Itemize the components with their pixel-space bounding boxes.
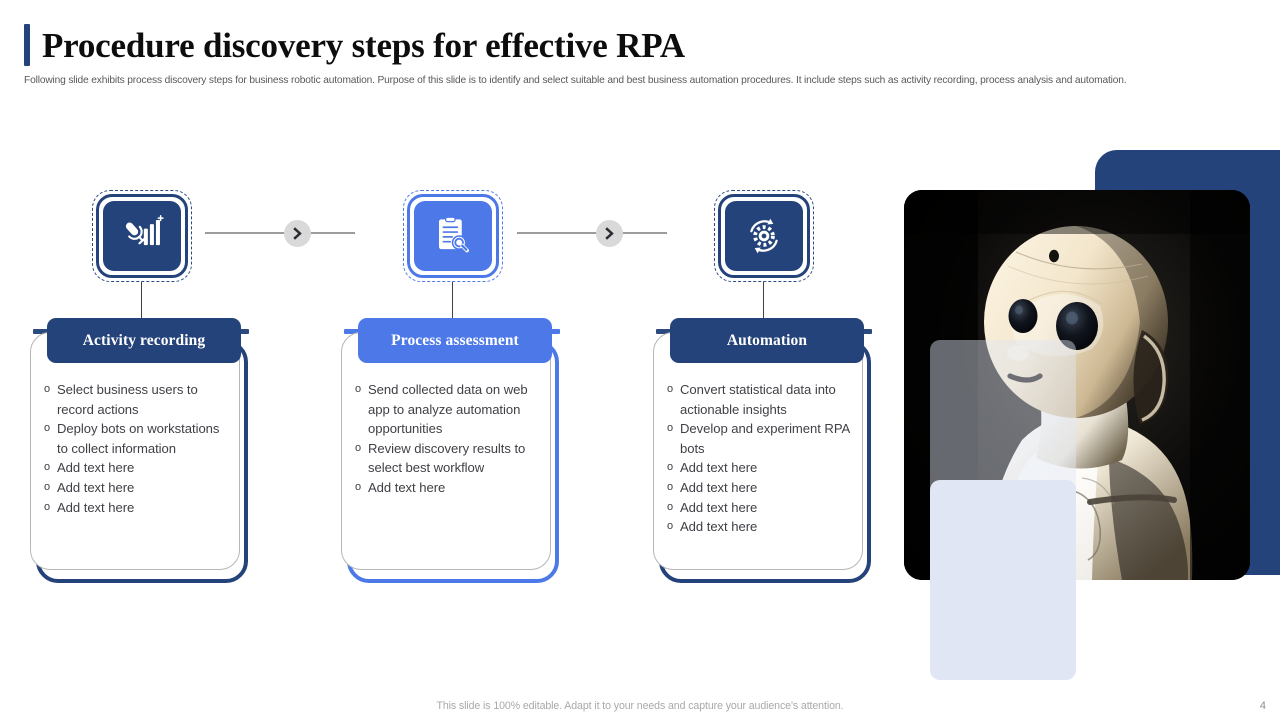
card-header-process-assessment: Process assessment (358, 318, 552, 363)
bullet-text: Add text here (680, 479, 758, 495)
bullet-text: Review discovery results to select best … (368, 440, 526, 476)
page-title: Procedure discovery steps for effective … (42, 25, 685, 65)
connector-2 (596, 220, 623, 247)
bullet-text: Send collected data on web app to analyz… (368, 382, 528, 437)
page-number: 4 (1259, 700, 1266, 712)
bullet-marker-icon: o (44, 422, 51, 435)
list-item: o Add text here (667, 478, 855, 498)
connector-1 (284, 220, 311, 247)
bullet-marker-icon: o (667, 383, 674, 395)
bullet-text: Deploy bots on workstations to collect i… (57, 421, 220, 456)
bullet-marker-icon: o (44, 383, 51, 395)
bullet-marker-icon: o (44, 480, 51, 493)
list-item: o Review discovery results to select bes… (355, 439, 543, 478)
bullet-marker-icon: o (667, 480, 674, 493)
bullet-marker-icon: o (44, 461, 51, 474)
card-bullet-list: o Select business users to record action… (44, 380, 232, 517)
bullet-text: Convert statistical data into actionable… (680, 382, 836, 417)
list-item: o Add text here (667, 458, 855, 478)
chevron-right-icon (293, 227, 302, 240)
footer-note: This slide is 100% editable. Adapt it to… (436, 700, 844, 712)
card-bullet-list: o Send collected data on web app to anal… (355, 380, 543, 498)
drop-line-2 (452, 282, 454, 329)
bullet-marker-icon: o (355, 480, 362, 493)
list-item: o Add text here (667, 498, 855, 518)
bullet-text: Add text here (57, 460, 135, 476)
list-item: o Convert statistical data into actionab… (667, 380, 855, 419)
card-header-activity-recording: Activity recording (47, 318, 241, 363)
step-card-automation[interactable]: Automation o Convert statistical data in… (653, 318, 871, 583)
title-accent-bar (24, 24, 30, 66)
bullet-text: Add text here (57, 499, 135, 515)
list-item: o Deploy bots on workstations to collect… (44, 419, 232, 458)
step-icon-process-assessment[interactable] (403, 190, 503, 282)
connector-line-1 (205, 232, 355, 234)
humanoid-robot-photo (904, 190, 1250, 580)
bullet-marker-icon: o (355, 441, 362, 454)
drop-line-1 (141, 282, 143, 329)
step-icon-activity-recording[interactable] (92, 190, 192, 282)
bullet-marker-icon: o (667, 461, 674, 474)
bullet-marker-icon: o (667, 422, 674, 435)
bullet-marker-icon: o (355, 383, 362, 395)
card-title: Automation (726, 331, 808, 349)
list-item: o Add text here (44, 478, 232, 498)
process-diagram: Activity recording o Select business use… (0, 150, 900, 630)
document-search-icon (414, 201, 492, 271)
icon-dashed-frame (92, 190, 192, 282)
list-item: o Add text here (44, 458, 232, 478)
card-title: Process assessment (391, 331, 519, 349)
bullet-text: Add text here (368, 479, 446, 495)
chevron-right-icon (605, 227, 614, 240)
gear-refresh-icon (725, 201, 803, 271)
bullet-marker-icon: o (44, 500, 51, 513)
list-item: o Add text here (44, 498, 232, 518)
list-item: o Send collected data on web app to anal… (355, 380, 543, 439)
card-title: Activity recording (82, 331, 206, 349)
page-subtitle: Following slide exhibits process discove… (24, 75, 1127, 86)
card-body (653, 332, 863, 570)
list-item: o Add text here (355, 478, 543, 498)
artwork-glass-overlay (930, 340, 1076, 540)
step-card-activity-recording[interactable]: Activity recording o Select business use… (30, 318, 248, 583)
bullet-text: Add text here (57, 479, 135, 495)
list-item: o Develop and experiment RPA bots (667, 419, 855, 458)
card-body (341, 332, 551, 570)
step-icon-automation[interactable] (714, 190, 814, 282)
card-bullet-list: o Convert statistical data into actionab… (667, 380, 855, 537)
title-bar: Procedure discovery steps for effective … (24, 24, 685, 66)
microphone-analytics-icon (103, 201, 181, 271)
list-item: o Add text here (667, 517, 855, 537)
connector-line-2 (517, 232, 667, 234)
bullet-text: Add text here (680, 519, 758, 535)
drop-line-3 (763, 282, 765, 329)
bullet-text: Develop and experiment RPA bots (680, 421, 850, 456)
bullet-marker-icon: o (667, 520, 674, 533)
card-body (30, 332, 240, 570)
bullet-text: Select business users to record actions (57, 382, 198, 417)
bullet-marker-icon: o (667, 500, 674, 513)
bullet-text: Add text here (680, 499, 758, 515)
icon-dashed-frame (403, 190, 503, 282)
bullet-text: Add text here (680, 460, 758, 476)
icon-dashed-frame (714, 190, 814, 282)
list-item: o Select business users to record action… (44, 380, 232, 419)
step-card-process-assessment[interactable]: Process assessment o Send collected data… (341, 318, 559, 583)
card-header-automation: Automation (670, 318, 864, 363)
artwork-group (900, 140, 1280, 680)
artwork-lavender-panel (930, 480, 1076, 680)
